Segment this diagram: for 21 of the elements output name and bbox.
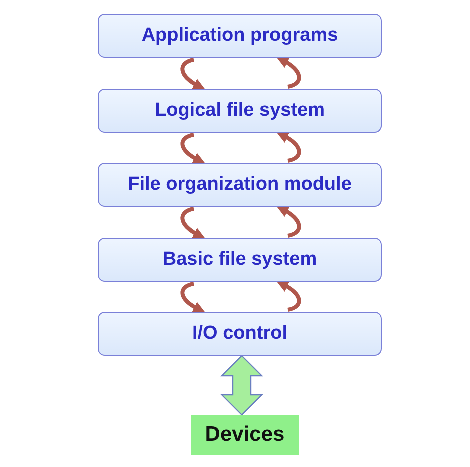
box-label: I/O control xyxy=(192,323,288,345)
curved-arrow xyxy=(180,207,206,239)
layer-box xyxy=(98,163,382,207)
curved-arrow xyxy=(180,282,206,313)
double-arrow xyxy=(220,355,264,416)
box-label: Application programs xyxy=(142,25,338,47)
curved-arrow xyxy=(276,57,302,89)
layer-box xyxy=(98,14,382,58)
curved-arrow xyxy=(276,281,302,312)
layer-box xyxy=(98,238,382,282)
device-box xyxy=(191,415,299,455)
box-label: Logical file system xyxy=(154,100,325,122)
curved-arrow xyxy=(180,133,206,164)
curved-arrow xyxy=(180,58,206,90)
curved-arrow xyxy=(276,132,302,163)
layer-box xyxy=(98,89,382,133)
layer-box xyxy=(98,312,382,356)
box-label: Devices xyxy=(205,423,285,447)
box-label: File organization module xyxy=(128,174,352,196)
box-label: Basic file system xyxy=(162,249,318,271)
curved-arrow xyxy=(276,206,302,238)
